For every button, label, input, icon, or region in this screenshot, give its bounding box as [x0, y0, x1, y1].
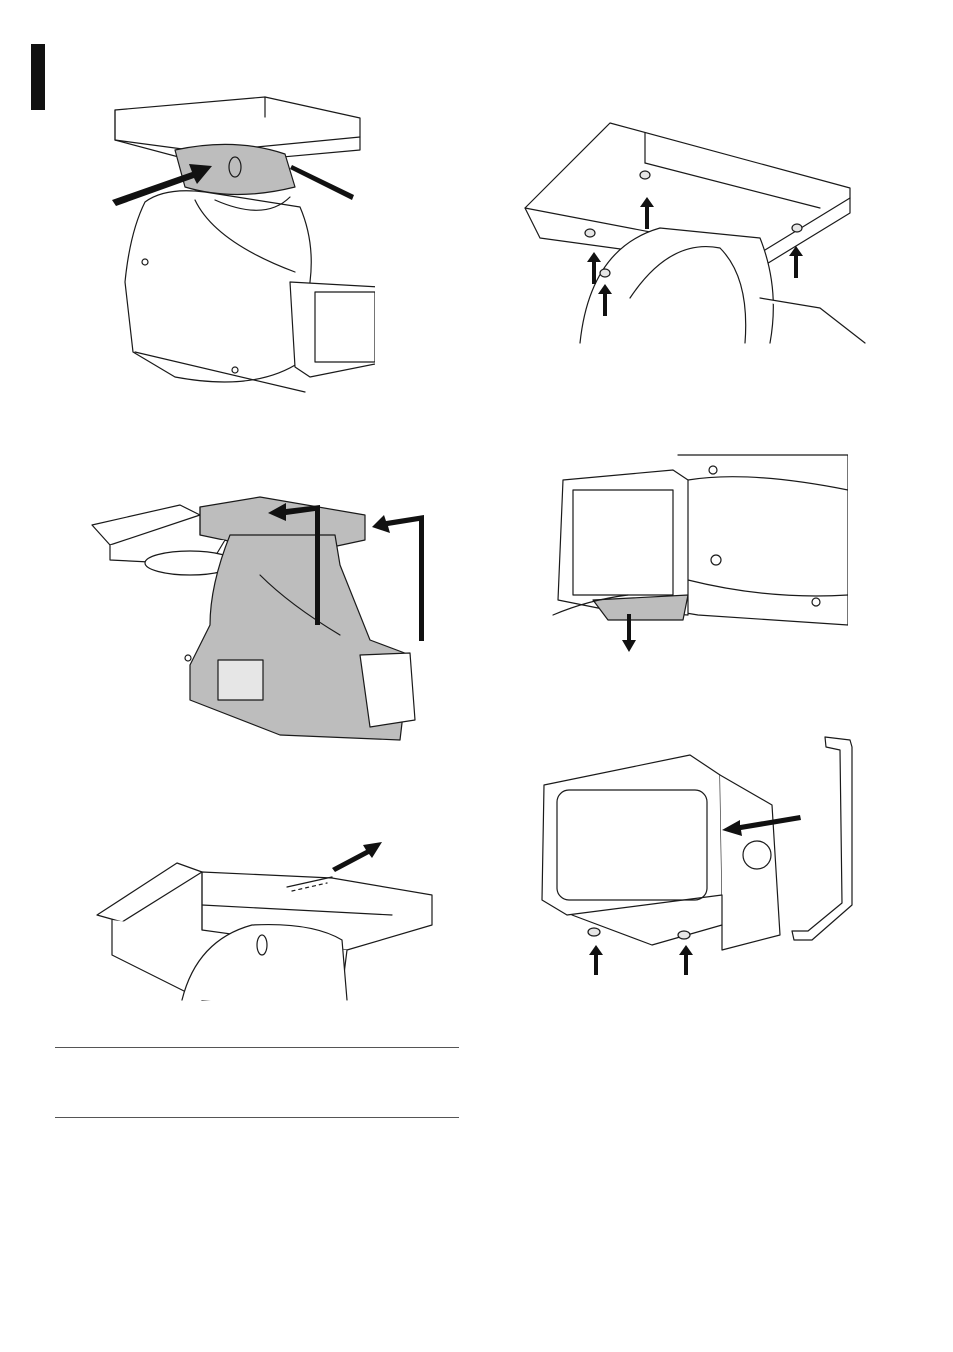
arrow-in-left [112, 160, 222, 210]
figure-housing-bracket [532, 735, 862, 980]
arrow-pin-insert [332, 842, 384, 874]
arrow-out-right [290, 165, 360, 205]
arrow-rotate-1 [268, 497, 328, 627]
figure-bracket-pin [92, 860, 437, 1005]
arrow-bracket-in [722, 812, 802, 840]
arrow-up-screw-2 [679, 945, 693, 975]
figure-cover-removal [105, 92, 375, 407]
arrow-up-screw-1 [589, 945, 603, 975]
arrow-down [622, 614, 636, 652]
arrow-up-2 [587, 252, 601, 284]
arrow-up-4 [598, 284, 612, 316]
section-marker [31, 44, 45, 110]
note-text [60, 1060, 455, 1105]
figure-cable-pull [548, 450, 848, 650]
arrow-rotate-2 [372, 513, 428, 643]
arrow-up-3 [789, 246, 803, 278]
note-rule-top [55, 1047, 459, 1048]
figure-upper-bracket-screws [520, 118, 870, 348]
note-rule-bottom [55, 1117, 459, 1118]
arrow-up-1 [640, 197, 654, 229]
